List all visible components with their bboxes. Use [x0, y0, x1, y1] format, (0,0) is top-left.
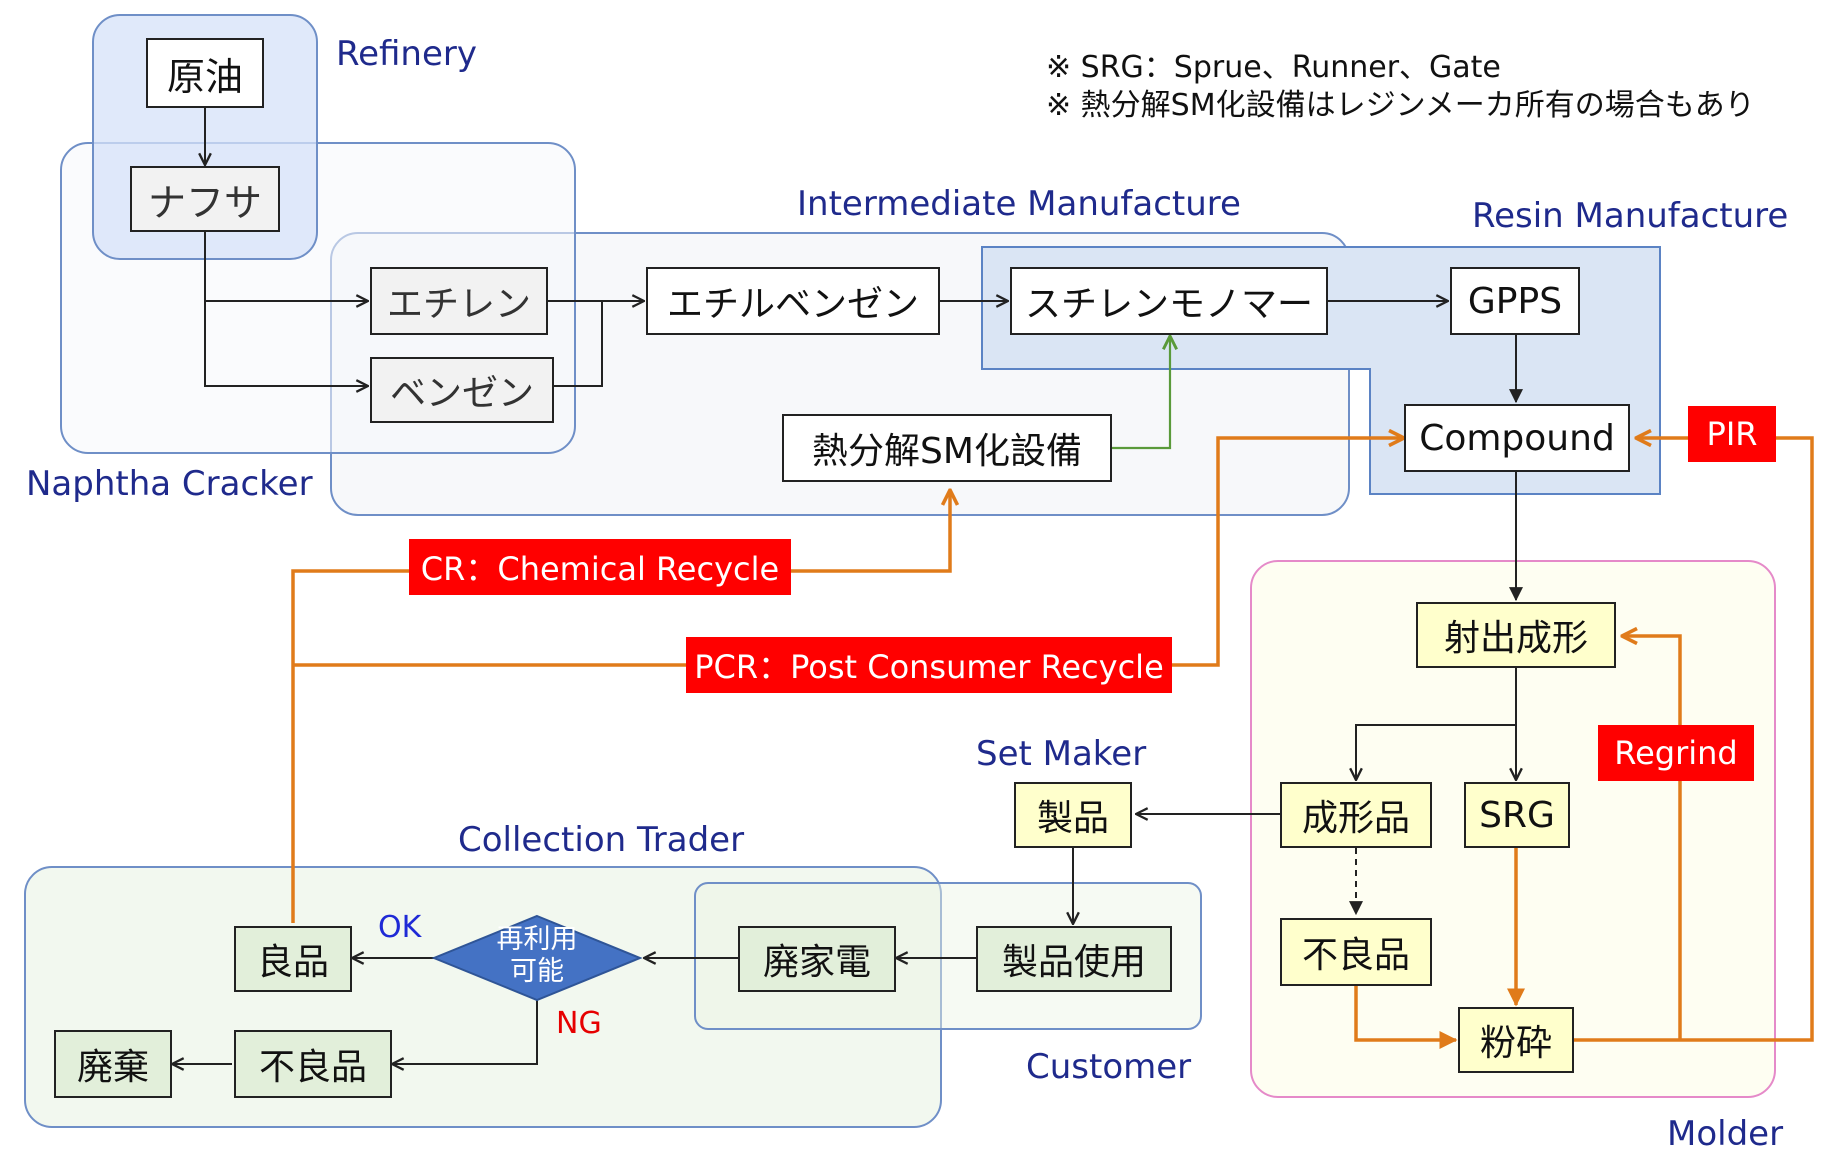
good-product-box: 良品: [234, 926, 352, 992]
pyrolysis-sm-equipment-box: 熱分解SM化設備: [782, 414, 1112, 482]
disposal-box: 廃棄: [54, 1030, 172, 1098]
chemical-recycle-tag: CR：Chemical Recycle: [409, 539, 791, 595]
set-maker-label: Set Maker: [976, 734, 1147, 774]
ethylene-box: エチレン: [370, 267, 548, 335]
collection-trader-label: Collection Trader: [458, 820, 745, 860]
naphtha-box: ナフサ: [130, 166, 280, 232]
reusable-decision-diamond: [431, 914, 643, 1002]
refinery-label: Refinery: [336, 34, 477, 74]
product-box: 製品: [1014, 782, 1132, 848]
srg-box: SRG: [1464, 782, 1570, 848]
post-consumer-recycle-tag: PCR：Post Consumer Recycle: [686, 637, 1172, 693]
pulverize-box: 粉砕: [1458, 1007, 1574, 1073]
ethylbenzene-box: エチルベンゼン: [646, 267, 940, 335]
molder-label: Molder: [1667, 1114, 1784, 1154]
waste-appliance-box: 廃家電: [738, 926, 896, 992]
pir-tag: PIR: [1688, 406, 1776, 462]
note-resin-maker: ※ 熱分解SM化設備はレジンメーカ所有の場合もあり: [1046, 88, 1755, 123]
injection-molding-box: 射出成形: [1416, 602, 1616, 668]
benzene-box: ベンゼン: [370, 357, 554, 423]
product-use-box: 製品使用: [976, 926, 1172, 992]
resin-manufacture-label: Resin Manufacture: [1472, 196, 1789, 236]
trader-defect-box: 不良品: [234, 1030, 392, 1098]
crude-oil-box: 原油: [146, 38, 264, 108]
reusable-decision-label: 再利用可能: [497, 924, 578, 987]
molded-product-box: 成形品: [1280, 782, 1432, 848]
collection-trader-region: [24, 866, 942, 1128]
styrene-monomer-box: スチレンモノマー: [1010, 267, 1328, 335]
gpps-box: GPPS: [1450, 267, 1580, 335]
ng-label: NG: [556, 1006, 602, 1041]
ok-label: OK: [378, 910, 422, 945]
intermediate-manufacture-label: Intermediate Manufacture: [797, 184, 1241, 224]
molder-defect-box: 不良品: [1280, 918, 1432, 986]
naphtha-cracker-label: Naphtha Cracker: [26, 464, 313, 504]
customer-label: Customer: [1026, 1047, 1192, 1087]
regrind-tag: Regrind: [1598, 725, 1754, 781]
compound-box: Compound: [1404, 404, 1630, 472]
note-srg: ※ SRG：Sprue、Runner、Gate: [1046, 50, 1501, 85]
